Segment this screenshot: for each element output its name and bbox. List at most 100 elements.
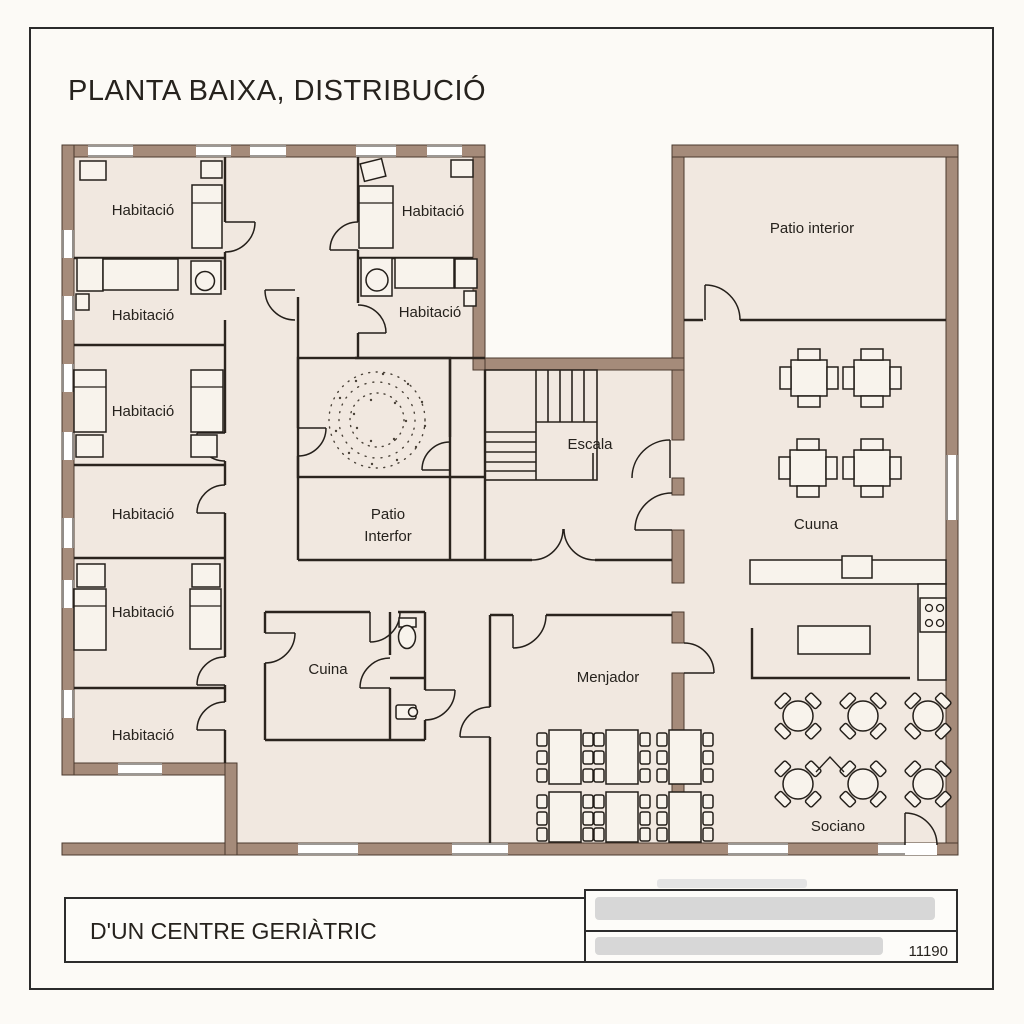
window — [356, 145, 396, 157]
bedroom-furniture — [73, 157, 478, 720]
toilet-icon — [397, 617, 417, 650]
bed-icon — [358, 185, 394, 249]
window — [427, 145, 462, 157]
page-title: PLANTA BAIXA, DISTRIBUCIÓ — [68, 74, 486, 107]
door-arc — [634, 492, 673, 531]
door-arc — [424, 689, 456, 721]
sheet-border — [29, 27, 994, 990]
nightstand-icon — [190, 434, 218, 458]
dining-table-icon — [593, 729, 651, 785]
window — [62, 432, 74, 460]
dining-table-icon — [779, 348, 839, 408]
stairs-icon — [484, 369, 598, 481]
dining-table-icon — [842, 438, 902, 498]
round-table-icon — [839, 692, 887, 740]
bed-icon — [189, 588, 222, 650]
tree-icon — [328, 371, 427, 469]
nightstand-icon — [359, 157, 387, 183]
room-labels: Habitació Habitació Habitació Habitació … — [112, 202, 865, 835]
sheet-number: 11190 — [909, 943, 949, 960]
door-arc — [459, 706, 491, 738]
window — [452, 843, 508, 855]
room-label-habitacio: Habitació — [402, 203, 465, 220]
menjador-tables — [536, 729, 714, 843]
window — [946, 455, 958, 520]
door-arc — [196, 656, 226, 686]
bed-icon — [73, 369, 107, 433]
bed-icon — [73, 588, 107, 651]
room-label-menjador: Menjador — [577, 669, 640, 686]
room-label-cuuna: Cuuna — [794, 516, 839, 533]
window — [118, 763, 162, 775]
nightstand-icon — [75, 434, 104, 458]
redaction-bar — [595, 937, 883, 955]
nightstand-icon — [79, 160, 107, 181]
stove-icon — [919, 597, 947, 633]
nightstand-icon — [75, 293, 90, 311]
doors — [196, 221, 938, 846]
door-arc — [264, 289, 296, 321]
round-table-icon — [839, 760, 887, 808]
redaction-bar — [657, 879, 807, 888]
dining-table-icon — [536, 791, 594, 843]
round-table-icon — [774, 692, 822, 740]
floor-areas — [62, 145, 958, 855]
room-label-cuina: Cuina — [308, 661, 348, 678]
title-block-left-box — [64, 897, 586, 963]
window — [196, 145, 231, 157]
dining-table-icon — [842, 348, 902, 408]
door-arc — [196, 701, 226, 731]
tree-stipple — [334, 372, 427, 466]
nightstand-icon — [454, 258, 478, 289]
dining-table-icon — [656, 791, 714, 843]
room-label-sociano: Sociano — [811, 818, 865, 835]
room-label-habitacio: Habitació — [112, 727, 175, 744]
door-arc — [683, 642, 715, 674]
dining-table-icon — [778, 438, 838, 498]
square-tables — [778, 348, 902, 498]
door-arc — [359, 657, 391, 689]
nightstand-icon — [463, 290, 477, 307]
room-label-habitacio: Habitació — [112, 604, 175, 621]
room-label-habitacio: Habitació — [112, 403, 175, 420]
window — [298, 843, 358, 855]
window — [728, 843, 788, 855]
door-arc — [224, 221, 256, 253]
room-label-habitacio: Habitació — [112, 506, 175, 523]
window — [62, 518, 74, 548]
window — [62, 690, 74, 718]
redaction-bar — [595, 897, 935, 920]
room-label-habitacio: Habitació — [112, 202, 175, 219]
door-arc — [512, 614, 547, 649]
kitchen-wall — [750, 628, 910, 680]
round-table-icon — [774, 760, 822, 808]
toilet-icon — [395, 704, 419, 720]
sink-icon — [841, 555, 873, 579]
window — [62, 580, 74, 608]
nightstand-icon — [200, 160, 223, 179]
windows — [62, 145, 958, 855]
door-arc — [904, 812, 938, 846]
room-label-patio-interior: Patio interior — [770, 220, 854, 237]
nightstand-icon — [191, 563, 221, 588]
dining-table-icon — [536, 729, 594, 785]
door-arc — [631, 439, 671, 479]
bed-icon — [191, 184, 223, 249]
title-block: D'UN CENTRE GERIÀTRIC 11190 — [64, 879, 958, 963]
kitchen-counters — [749, 555, 947, 681]
door-arc — [357, 304, 387, 334]
round-table-icon — [904, 760, 952, 808]
round-table-icon — [904, 692, 952, 740]
room-label-habitacio: Habitació — [399, 304, 462, 321]
window — [88, 145, 133, 157]
round-tables — [774, 692, 952, 808]
door-arc — [369, 611, 401, 643]
dining-table-icon — [593, 791, 651, 843]
bed-icon — [394, 257, 455, 289]
room-label-patio-interfor: Interfor — [364, 528, 412, 545]
door-opening — [905, 843, 937, 855]
bed-icon — [190, 369, 224, 433]
door-arc — [297, 427, 327, 457]
